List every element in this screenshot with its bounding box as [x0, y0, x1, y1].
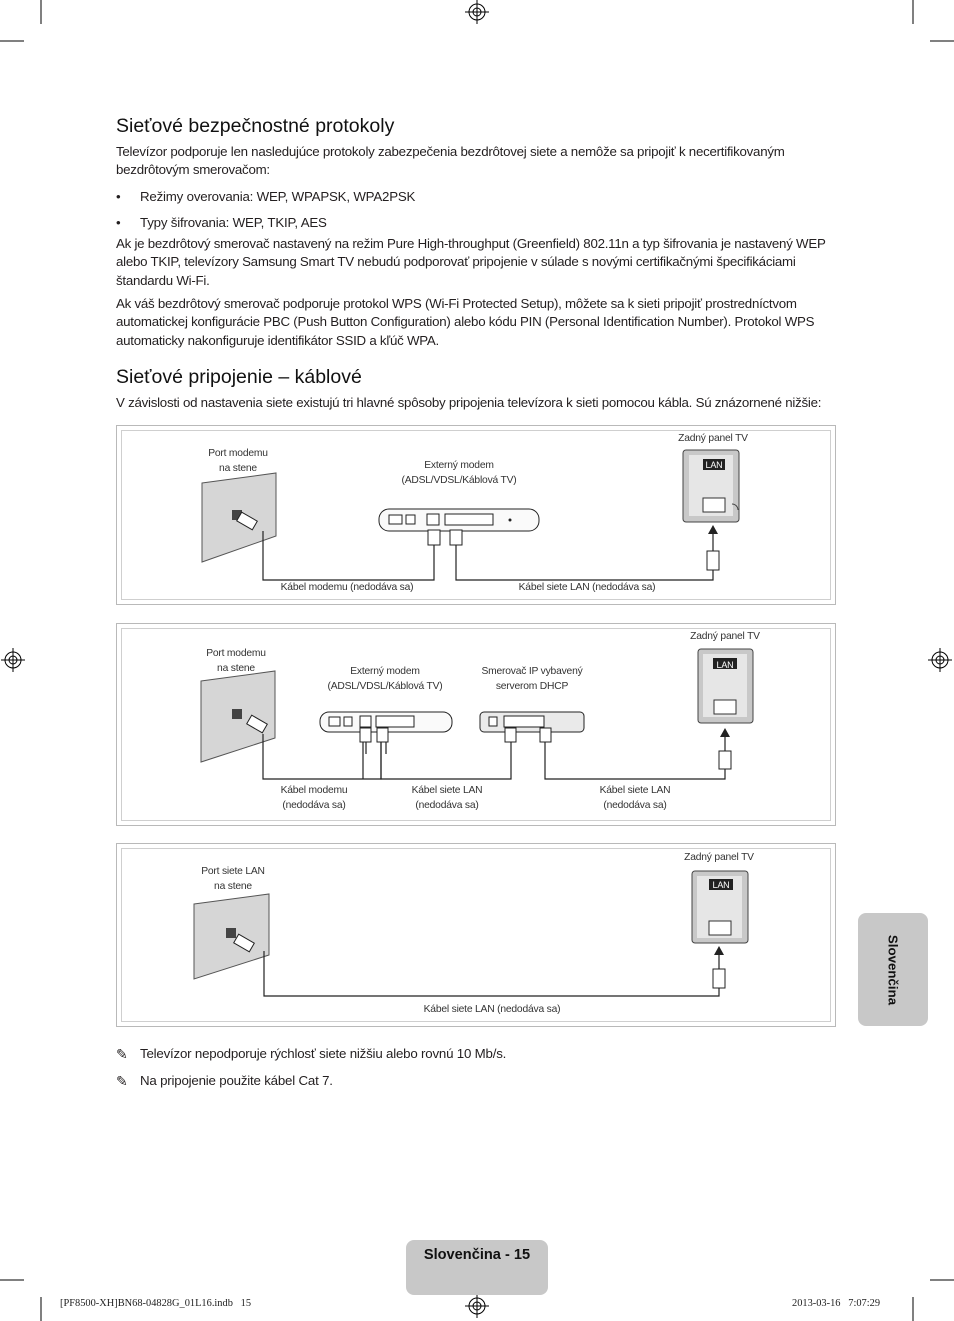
lan-cable-label: Kábel siete LAN (nedodáva sa): [423, 1004, 561, 1015]
page-number-tab: Slovenčina - 15: [406, 1240, 548, 1295]
wall-lan-port-label: Port siete LAN na stene: [201, 866, 265, 892]
page-number: Slovenčina - 15: [423, 1247, 531, 1263]
lan-port-label: LAN: [712, 880, 730, 890]
modem-label: Externý modem (ADSL/VDSL/Káblová TV): [401, 460, 517, 486]
lan-cable-label-2: Kábel siete LAN (nedodáva sa): [599, 785, 671, 811]
tv-panel-label: Zadný panel TV: [678, 433, 748, 444]
bullet-item: • Režimy overovania: WEP, WPAPSK, WPA2PS…: [116, 189, 416, 204]
tv-panel-label: Zadný panel TV: [684, 852, 754, 863]
router-label: Smerovač IP vybavený serverom DHCP: [481, 666, 583, 692]
wired-intro: V závislosti od nastavenia siete existuj…: [116, 395, 822, 410]
bullet-item: • Typy šifrovania: WEP, TKIP, AES: [116, 215, 327, 230]
diagram3-drawing: [193, 870, 749, 997]
bullet-icon: •: [116, 215, 121, 230]
diagram2-drawing: [200, 648, 754, 780]
registration-mark-right: [928, 648, 952, 672]
registration-mark-bottom: [465, 1294, 489, 1318]
bullet-icon: •: [116, 189, 121, 204]
modem-cable-label: Kábel modemu (nedodáva sa): [280, 785, 348, 811]
lan-cable-label: Kábel siete LAN (nedodáva sa): [518, 582, 656, 593]
lan-port-label: LAN: [705, 460, 723, 470]
imprint-file: [PF8500-XH]BN68-04828G_01L16.indb 15: [60, 1298, 252, 1309]
modem-label: Externý modem (ADSL/VDSL/Káblová TV): [327, 666, 443, 692]
lan-port-label: LAN: [716, 660, 734, 670]
tv-panel-label: Zadný panel TV: [690, 631, 760, 642]
lan-cable-label-1: Kábel siete LAN (nedodáva sa): [411, 785, 483, 811]
security-intro: Televízor podporuje len nasledujúce prot…: [116, 144, 785, 178]
security-para-greenfield: Ak je bezdrôtový smerovač nastavený na r…: [116, 236, 826, 288]
diagram-modem-router: Port modemu na stene Externý modem (ADSL…: [116, 623, 836, 826]
note-item: ✎ Televízor nepodporuje rýchlosť siete n…: [116, 1046, 507, 1062]
pencil-note-icon: ✎: [116, 1046, 128, 1062]
security-para-wps: Ak váš bezdrôtový smerovač podporuje pro…: [116, 296, 815, 348]
pencil-note-icon: ✎: [116, 1073, 128, 1089]
registration-mark-left: [1, 648, 25, 672]
diagram-modem-direct: Port modemu na stene Externý modem (ADSL…: [116, 425, 836, 605]
diagram1-drawing: [201, 449, 740, 581]
modem-cable-label: Kábel modemu (nedodáva sa): [280, 582, 414, 593]
language-side-tab: Slovenčina: [858, 913, 928, 1026]
imprint-timestamp: 2013-03-16 7:07:29: [792, 1298, 881, 1309]
wall-port-label: Port modemu na stene: [208, 448, 268, 474]
diagram-lan-direct: Port siete LAN na stene Zadný panel TV L…: [116, 843, 836, 1027]
registration-mark-top: [465, 0, 489, 24]
note-item: ✎ Na pripojenie použite kábel Cat 7.: [116, 1073, 333, 1089]
section-title-wired: Sieťové pripojenie – káblové: [116, 366, 362, 388]
section-title-security: Sieťové bezpečnostné protokoly: [116, 115, 395, 137]
wall-port-label: Port modemu na stene: [206, 648, 266, 674]
